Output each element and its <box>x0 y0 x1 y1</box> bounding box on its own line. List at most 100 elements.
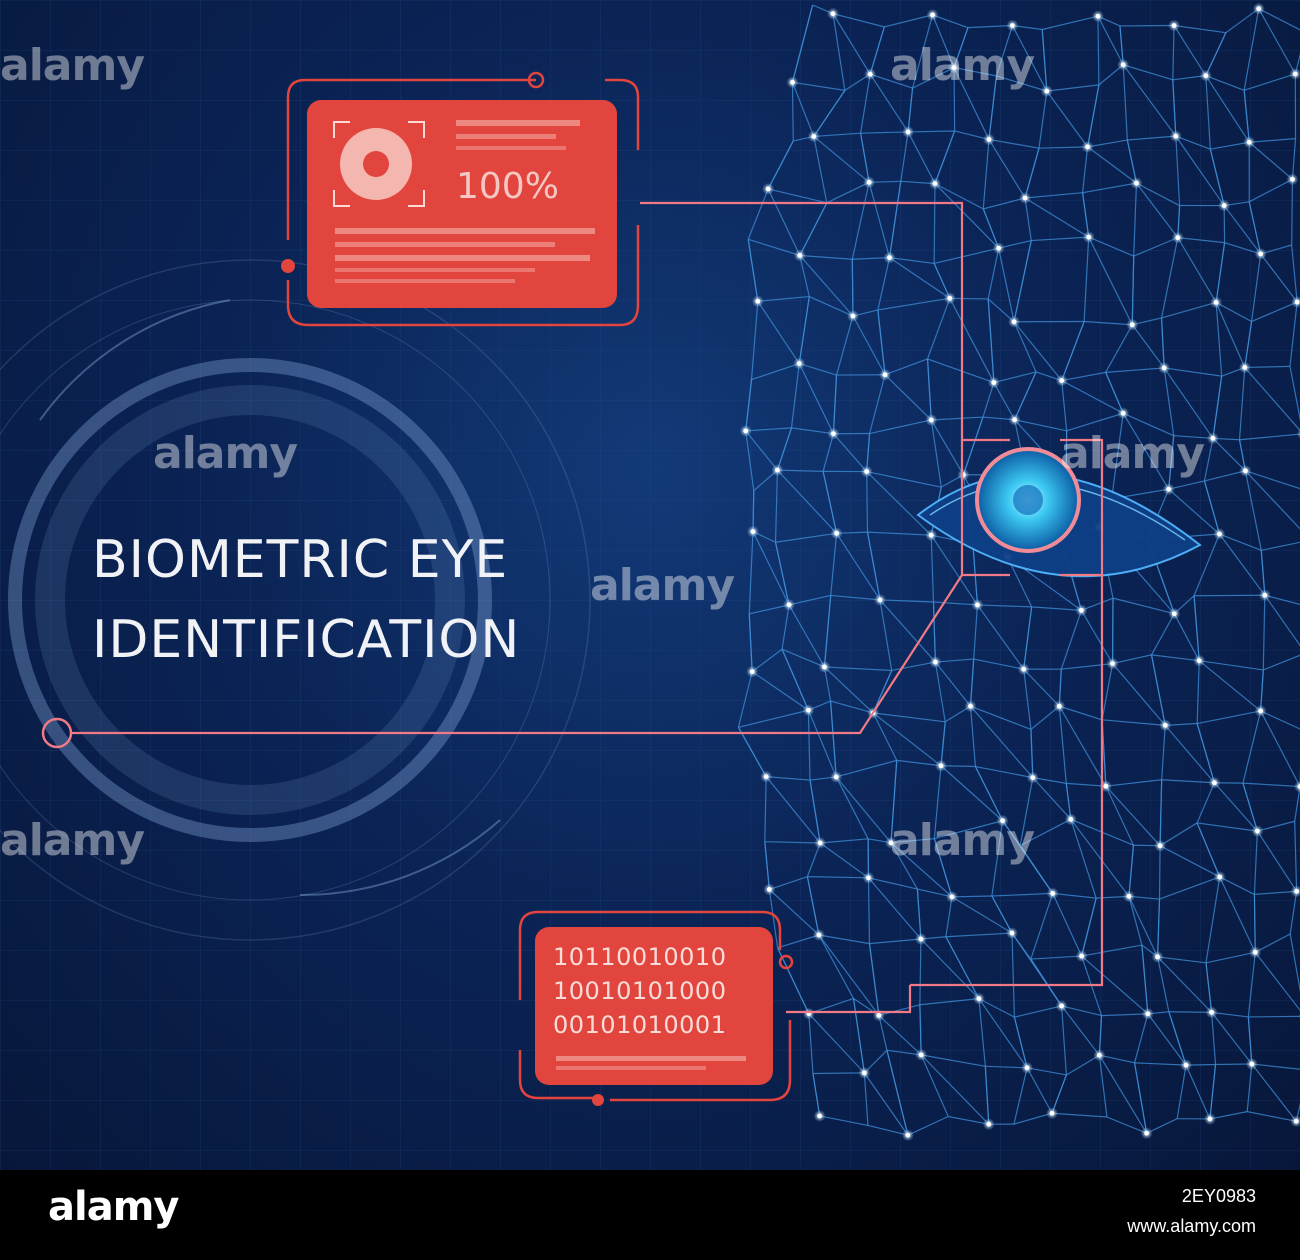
mesh-edge <box>1199 660 1264 671</box>
mesh-edge <box>757 300 800 364</box>
mesh-edge <box>878 1004 921 1016</box>
mesh-edge <box>1030 955 1082 960</box>
mesh-edge <box>934 820 1003 840</box>
mesh-edge <box>791 82 815 137</box>
mesh-edge <box>1260 710 1300 730</box>
mesh-edge <box>998 248 1015 322</box>
watermark: alamy <box>153 428 298 479</box>
mesh-edge <box>1032 777 1072 820</box>
mesh-edge <box>767 188 801 256</box>
mesh-edge <box>884 374 932 421</box>
mesh-edge <box>1105 372 1124 414</box>
mesh-edge <box>818 934 880 1016</box>
mesh-edge <box>1244 321 1253 368</box>
mesh-edge <box>953 67 990 140</box>
mesh-edge <box>1150 613 1175 656</box>
mesh-edge <box>1193 595 1200 661</box>
mesh-edge <box>877 257 891 311</box>
mesh-node <box>1009 930 1015 936</box>
mesh-edge <box>1251 1063 1297 1122</box>
mesh-edge <box>991 820 1004 897</box>
mesh-node <box>986 137 992 142</box>
mesh-edge <box>1081 192 1090 238</box>
mesh-edge <box>822 433 834 472</box>
mesh-edge <box>889 257 951 299</box>
mesh-edge <box>1260 253 1298 303</box>
frame-node <box>281 259 295 273</box>
mesh-node <box>1242 468 1248 474</box>
mesh-edge <box>1258 8 1300 31</box>
binary-line: 10110010010 <box>553 943 727 971</box>
mesh-edge <box>1030 705 1060 730</box>
mesh-node <box>991 380 997 385</box>
mesh-edge <box>1291 244 1298 303</box>
mesh-edge <box>884 358 928 376</box>
mesh-edge <box>1168 435 1175 490</box>
mesh-edge <box>799 202 828 256</box>
mesh-node <box>811 134 817 139</box>
mesh-edge <box>1151 654 1200 662</box>
mesh-edge <box>1105 785 1161 847</box>
mesh-edge <box>919 998 979 1006</box>
mesh-edge <box>1061 1005 1067 1076</box>
mesh-edge <box>991 892 1053 897</box>
mesh-node <box>1056 703 1062 709</box>
mesh-node <box>1012 417 1017 423</box>
mesh-edge <box>1264 594 1300 606</box>
mesh-node <box>1086 234 1092 240</box>
mesh-edge <box>1245 470 1300 490</box>
mesh-edge <box>1112 654 1152 665</box>
mesh-edge <box>877 297 950 311</box>
mesh-edge <box>1112 663 1166 726</box>
mesh-edge <box>1157 956 1170 1012</box>
mesh-edge <box>1173 613 1200 661</box>
eye-scan-icon <box>333 121 425 207</box>
mesh-node <box>1068 816 1074 822</box>
mesh-edge <box>1080 610 1114 664</box>
mesh-edge <box>1289 891 1298 935</box>
mesh-edge <box>919 938 922 1005</box>
mesh-edge <box>878 1014 922 1056</box>
mesh-edge <box>869 938 921 945</box>
mesh-edge <box>1196 660 1200 724</box>
mesh-node <box>975 602 980 608</box>
infographic-canvas: BIOMETRIC EYE IDENTIFICATION 100% 101100… <box>0 0 1300 1170</box>
mesh-edge <box>1215 302 1223 377</box>
mesh-edge <box>807 876 869 879</box>
hud-rings <box>0 259 591 941</box>
mesh-edge <box>1248 141 1293 180</box>
mesh-node <box>817 840 823 846</box>
mesh-edge <box>866 471 869 533</box>
mesh-node <box>1085 144 1091 150</box>
mesh-node <box>834 530 839 536</box>
mesh-edge <box>1211 1011 1253 1065</box>
mesh-node <box>1129 322 1135 328</box>
mesh-edge <box>1176 1065 1187 1119</box>
mesh-edge <box>819 1115 869 1127</box>
mesh-edge <box>1173 25 1207 76</box>
mesh-edge <box>836 532 881 601</box>
mesh-edge <box>830 533 838 596</box>
mesh-edge <box>877 309 886 375</box>
mesh-edge <box>867 531 932 536</box>
mesh-edge <box>1070 819 1097 899</box>
mesh-edge <box>806 876 820 936</box>
mesh-edge <box>953 67 956 131</box>
mesh-edge <box>860 131 909 134</box>
mesh-edge <box>1087 139 1128 148</box>
mesh-edge <box>983 197 1026 210</box>
mesh-edge <box>791 427 834 435</box>
mesh-edge <box>932 14 969 29</box>
mesh-node <box>1103 783 1109 789</box>
mesh-edge <box>1014 1005 1062 1018</box>
mesh-edge <box>745 430 755 491</box>
mesh-edge <box>1019 818 1072 847</box>
mesh-edge <box>888 181 902 258</box>
mesh-node <box>905 1132 911 1138</box>
mesh-edge <box>1210 141 1250 150</box>
mesh-node <box>1095 13 1101 19</box>
mesh-edge <box>1133 237 1179 257</box>
mesh-edge <box>768 888 820 936</box>
mesh-edge <box>808 1013 814 1074</box>
mesh-edge <box>809 779 821 844</box>
